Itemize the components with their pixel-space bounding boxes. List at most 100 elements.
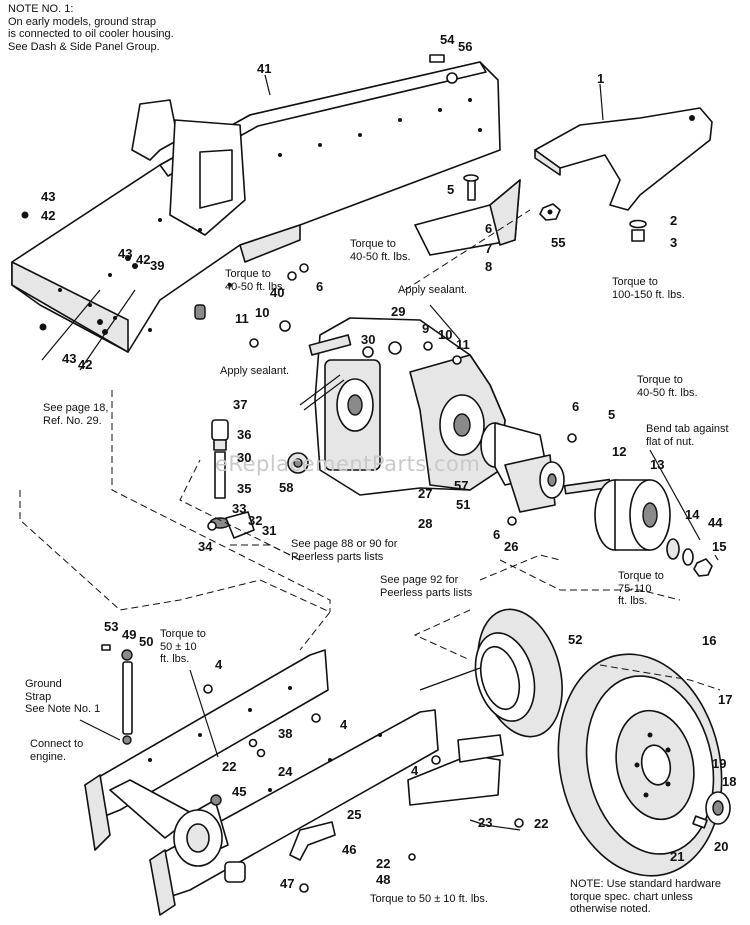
part-32: 32 <box>248 513 263 528</box>
part-4-right: 4 <box>411 763 419 778</box>
part-37: 37 <box>233 397 248 412</box>
part-9: 9 <box>422 321 430 336</box>
part-55: 55 <box>551 235 566 250</box>
watermark: eReplacementParts.com <box>215 452 481 476</box>
part-43-top: 43 <box>41 189 56 204</box>
part-42-low: 42 <box>78 357 93 372</box>
see-page-88: See page 88 or 90 for Peerless parts lis… <box>291 538 398 563</box>
part-26: 26 <box>504 539 519 554</box>
part-15: 15 <box>712 539 727 554</box>
part-1: 1 <box>597 71 605 86</box>
part-56: 56 <box>458 39 473 54</box>
part-36: 36 <box>237 427 252 442</box>
coupler <box>480 422 565 513</box>
leader-lines <box>41 74 719 831</box>
drive-pulley <box>563 478 671 551</box>
part-5-right: 5 <box>608 407 616 422</box>
part-51: 51 <box>456 497 471 512</box>
part-38: 38 <box>278 726 293 741</box>
tire <box>474 608 563 738</box>
part-28: 28 <box>418 516 433 531</box>
part-41: 41 <box>257 61 272 76</box>
part-17: 17 <box>718 692 733 707</box>
part-11-right: 11 <box>456 337 470 352</box>
part-22-bottom: 22 <box>376 856 391 871</box>
part-57: 57 <box>454 478 469 493</box>
part-39: 39 <box>150 258 165 273</box>
part-12: 12 <box>612 444 627 459</box>
washers-14-44-15 <box>666 538 713 577</box>
part-42-top: 42 <box>41 208 56 223</box>
part-33: 33 <box>232 501 247 516</box>
part-5-top: 5 <box>447 182 455 197</box>
part-40: 40 <box>270 285 285 300</box>
cooling-fan <box>287 452 309 474</box>
small-bracket <box>289 821 336 861</box>
filter-stem <box>207 419 255 539</box>
note-no-1: NOTE NO. 1: On early models, ground stra… <box>8 3 174 53</box>
torque-40-50-right: Torque to 40-50 ft. lbs. <box>637 374 698 399</box>
part-58: 58 <box>279 480 294 495</box>
part-30-top: 30 <box>361 332 376 347</box>
part-4-top: 4 <box>215 657 223 672</box>
part-22-left: 22 <box>222 759 237 774</box>
part-42-mid: 42 <box>136 252 151 267</box>
main-frame <box>11 61 501 353</box>
part-35: 35 <box>237 481 252 496</box>
part-13: 13 <box>650 457 665 472</box>
part-52: 52 <box>568 632 583 647</box>
torque-50-bottom: Torque to 50 ± 10 ft. lbs. <box>370 893 488 905</box>
part-50: 50 <box>139 634 154 649</box>
part-47: 47 <box>280 876 295 891</box>
screw-parts <box>203 684 524 893</box>
wheel-assembly <box>557 653 731 877</box>
part-8: 8 <box>485 259 493 274</box>
part-20: 20 <box>714 839 729 854</box>
dashed-group-lines <box>19 209 721 691</box>
part-43-low: 43 <box>62 351 77 366</box>
apply-sealant-left: Apply sealant. <box>220 365 290 377</box>
part-45: 45 <box>232 784 247 799</box>
part-18: 18 <box>722 774 737 789</box>
part-25: 25 <box>347 807 362 822</box>
ground-strap-label: Ground Strap See Note No. 1 <box>25 678 101 715</box>
part-11-left: 11 <box>235 311 249 326</box>
bend-tab-note: Bend tab against flat of nut. <box>646 423 729 448</box>
part-24: 24 <box>278 764 293 779</box>
part-2: 2 <box>670 213 678 228</box>
part-10-left: 10 <box>255 305 270 320</box>
part-48: 48 <box>376 872 391 887</box>
part-46: 46 <box>342 842 357 857</box>
part-6-low: 6 <box>493 527 501 542</box>
part-29-right: 29 <box>391 304 406 319</box>
part-14: 14 <box>685 507 700 522</box>
torque-100-150: Torque to 100-150 ft. lbs. <box>612 276 685 301</box>
part-22-right: 22 <box>534 816 549 831</box>
part-44: 44 <box>708 515 723 530</box>
part-43-mid: 43 <box>118 246 133 261</box>
part-23: 23 <box>478 815 493 830</box>
part-27: 27 <box>418 486 433 501</box>
bolt-2-3 <box>629 219 647 242</box>
apply-sealant-top: Apply sealant. <box>398 284 468 296</box>
part-19: 19 <box>712 756 727 771</box>
small-hardware <box>249 263 577 526</box>
part-7: 7 <box>485 241 493 256</box>
hardware-note: NOTE: Use standard hardware torque spec.… <box>570 878 722 915</box>
see-page-18: See page 18, Ref. No. 29. <box>43 402 109 427</box>
see-page-92: See page 92 for Peerless parts lists <box>380 574 473 599</box>
torque-40-50-left: Torque to 40-50 ft. lbs. <box>225 268 286 293</box>
part-31: 31 <box>262 523 277 538</box>
part-34: 34 <box>198 539 213 554</box>
part-6-right: 6 <box>572 399 580 414</box>
part-49: 49 <box>122 627 137 642</box>
lower-frame <box>84 649 504 916</box>
bolt-54-56 <box>429 54 458 84</box>
side-bracket <box>414 174 521 256</box>
part-53: 53 <box>104 619 119 634</box>
part-16: 16 <box>702 633 717 648</box>
part-6-top: 6 <box>485 221 493 236</box>
connect-engine-label: Connect to engine. <box>30 738 84 763</box>
